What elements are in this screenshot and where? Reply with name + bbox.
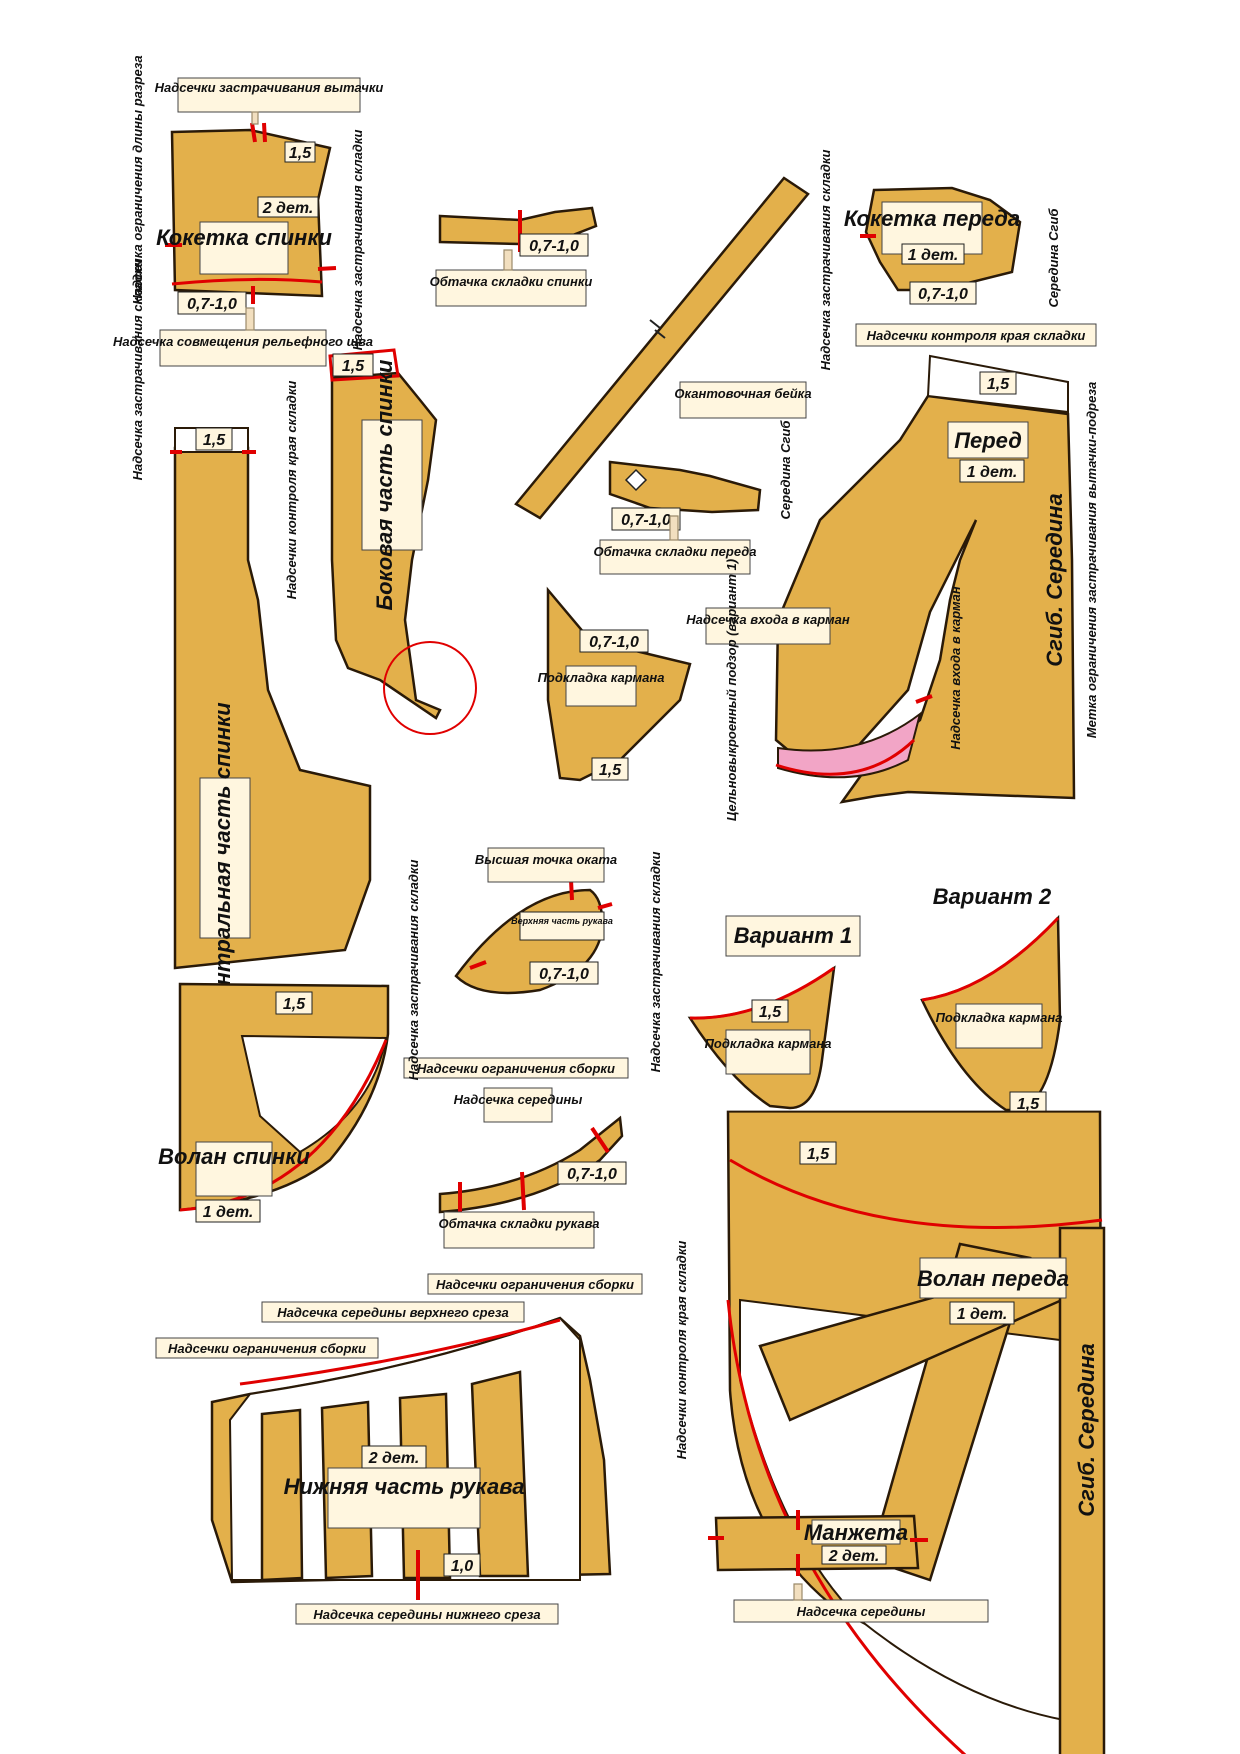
volan-pereda-count: 1 дет.	[957, 1306, 1008, 1323]
vertical-notes: Надсечка ограничения длины разреза Надсе…	[130, 55, 1099, 1459]
note-zastr-skladki-right: Надсечка застрачивания складки	[350, 130, 365, 351]
piece-koketka-spinki: Кокетка спинки 2 дет. 1,5 0,7-1,0	[156, 122, 337, 315]
manzheta-title: Манжета	[804, 1520, 908, 1545]
note-zastr-skladki-front: Надсечка застрачивания складки	[818, 150, 833, 371]
note-zastr-skladki-left: Надсечка застрачивания складки	[130, 260, 145, 481]
allowance-label: 0,7-1,0	[567, 1166, 617, 1183]
podkladka-title: Подкладка кармана	[538, 670, 665, 685]
allowance-label: 0,7-1,0	[187, 296, 237, 313]
note-ser-nizh: Надсечка середины нижнего среза	[313, 1607, 540, 1622]
koketka-spinki-title: Кокетка спинки	[156, 225, 332, 250]
allowance-label: 0,7-1,0	[529, 238, 579, 255]
note-vkhod-karman: Надсечка входа в карман	[686, 612, 850, 627]
note-kontrol-skladki-single: Надсечки контроля края складки	[284, 381, 299, 600]
allowance-label: 1,5	[283, 996, 306, 1013]
koketka-pereda-title: Кокетка переда	[844, 206, 1020, 231]
piece-obtachka-skladki-spinki: 0,7-1,0	[438, 206, 598, 257]
pered-title: Перед	[954, 428, 1022, 453]
piece-manzheta: Манжета 2 дет.	[708, 1510, 928, 1576]
variant1-podkladka-title: Подкладка кармана	[705, 1036, 832, 1051]
note-seredina-manzh: Надсечка середины	[797, 1604, 926, 1619]
piece-obtachka-skladki-pereda: 0,7-1,0	[608, 460, 762, 531]
piece-variant2: Подкладка кармана Вариант 2 1,5	[920, 884, 1063, 1115]
allowance-label: 1,5	[807, 1146, 830, 1163]
note-obtachka-pereda: Обтачка складки переда	[593, 544, 756, 559]
variant2-podkladka-title: Подкладка кармана	[936, 1010, 1063, 1025]
nizh-rukava-title: Нижняя часть рукава	[284, 1474, 525, 1499]
piece-centralnaya-chast-spinki: Центральная часть спинки 1,5	[170, 427, 372, 1014]
piece-koketka-pereda: Кокетка переда 1 дет. 0,7-1,0	[844, 186, 1022, 305]
note-seredina-sgib-1: Середина Сгиб	[1046, 208, 1061, 308]
piece-podkladka-karmana-top: Подкладка кармана 0,7-1,0 1,5	[538, 586, 692, 782]
bokovaya-title: Боковая часть спинки	[372, 359, 397, 610]
note-ogr-sborki-3: Надсечки ограничения сборки	[168, 1341, 366, 1356]
allowance-label: 1,5	[203, 432, 226, 449]
note-ogr-sborki: Надсечки ограничения сборки	[417, 1061, 615, 1076]
note-podzor: Цельновыкроенный подзор (вариант 1)	[724, 559, 739, 821]
note-obtachka-rukava: Обтачка складки рукава	[439, 1216, 600, 1231]
allowance-label: 1,5	[759, 1004, 782, 1021]
note-zastr-skladki-sleeve-r: Надсечка застрачивания складки	[648, 852, 663, 1073]
koketka-spinki-count: 2 дет.	[262, 200, 314, 217]
piece-verkhnyaya-chast-rukava: Верхняя часть рукава 0,7-1,0	[454, 879, 613, 995]
volan-pereda-title: Волан переда	[917, 1266, 1069, 1291]
pered-count: 1 дет.	[967, 464, 1018, 481]
volan-spinki-count: 1 дет.	[203, 1204, 254, 1221]
allowance-label: 1,5	[599, 762, 622, 779]
variant1-title: Вариант 1	[734, 923, 852, 948]
allowance-label: 1,5	[987, 376, 1010, 393]
nizh-rukava-count: 2 дет.	[368, 1450, 420, 1467]
note-kontrol-skladki-sleeve: Надсечки контроля края складки	[674, 1241, 689, 1460]
piece-nizhnyaya-chast-rukava: Нижняя часть рукава 2 дет. 1,0	[210, 1316, 612, 1600]
piece-okantovochnaya-beyka	[514, 176, 810, 520]
verkh-rukava-title: Верхняя часть рукава	[511, 916, 613, 926]
allowance-label: 1,5	[289, 145, 312, 162]
volan-spinki-title: Волан спинки	[158, 1144, 310, 1169]
allowance-label: 0,7-1,0	[589, 634, 639, 651]
piece-pered: Перед 1 дет. 1,5 Сгиб. Середина	[774, 354, 1076, 804]
note-zastr-skladki-sleeve-l: Надсечка застрачивания складки	[406, 860, 421, 1081]
note-vysshaya-tochka: Высшая точка оката	[475, 852, 617, 867]
piece-obtachka-skladki-rukava: 0,7-1,0	[438, 1115, 627, 1222]
allowance-label: 0,7-1,0	[918, 286, 968, 303]
piece-volan-spinki: Волан спинки 1 дет. 1,5	[158, 982, 390, 1223]
note-seredina: Надсечка середины	[454, 1092, 583, 1107]
note-okantovka: Окантовочная бейка	[674, 386, 811, 401]
note-obtachka-spinki: Обтачка складки спинки	[430, 274, 593, 289]
allowance-label: 1,0	[451, 1558, 473, 1575]
koketka-pereda-count: 1 дет.	[908, 247, 959, 264]
note-zastr-vytachki: Надсечки застрачивания вытачки	[155, 80, 384, 95]
allowance-label: 0,7-1,0	[539, 966, 589, 983]
piece-volan-pereda: Волан переда 1 дет. Сгиб. Середина 1,5	[726, 1110, 1106, 1754]
piece-bokovaya-chast-spinki: Боковая часть спинки 1,5	[328, 348, 477, 735]
note-ser-verkh: Надсечка середины верхнего среза	[277, 1305, 508, 1320]
pered-fold-label: Сгиб. Середина	[1042, 493, 1067, 667]
note-metka-ogr: Метка ограничения застрачивания вытачки-…	[1084, 382, 1099, 738]
note-sovmesch: Надсечка совмещения рельефного шва	[113, 334, 373, 349]
note-vkhod-karman-vert: Надсечка входа в карман	[948, 586, 963, 750]
note-seredina-sgib-2: Середина Сгиб	[778, 420, 793, 520]
manzheta-count: 2 дет.	[828, 1548, 880, 1565]
allowance-label: 1,5	[342, 358, 365, 375]
note-ogr-sborki-2: Надсечки ограничения сборки	[436, 1277, 634, 1292]
volan-pereda-fold-label: Сгиб. Середина	[1074, 1343, 1099, 1517]
allowance-label: 1,5	[1017, 1096, 1040, 1113]
variant2-title: Вариант 2	[933, 884, 1052, 909]
note-kontrol-skladki: Надсечки контроля края складки	[867, 328, 1086, 343]
annotations: Надсечки застрачивания вытачки Надсечка …	[113, 77, 1097, 1625]
centralnaya-title: Центральная часть спинки	[210, 702, 235, 1014]
piece-variant1: Подкладка кармана Вариант 1 1,5	[687, 915, 861, 1110]
note-ogr-razreza: Надсечка ограничения длины разреза	[130, 55, 145, 304]
allowance-label: 0,7-1,0	[621, 512, 671, 529]
